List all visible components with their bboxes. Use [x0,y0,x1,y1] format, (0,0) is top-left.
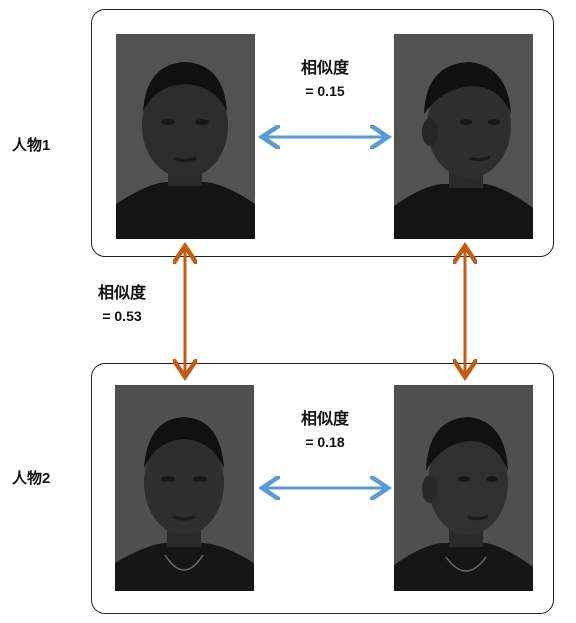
similarity-label-person1: 相似度 = 0.15 [279,58,371,102]
person1-side-photo [394,34,533,239]
similarity-title: 相似度 [97,285,146,302]
similarity-value: = 0.18 [305,434,345,450]
similarity-title: 相似度 [300,60,349,77]
person2-side-photo [394,385,533,591]
person1-front-photo [116,34,255,239]
similarity-value: = 0.53 [102,308,142,324]
similarity-label-cross: 相似度 = 0.53 [75,283,169,327]
person1-label: 人物1 [12,137,51,154]
similarity-label-person2: 相似度 = 0.18 [279,409,371,453]
person2-label: 人物2 [12,470,51,487]
person2-front-photo [115,385,254,591]
similarity-title: 相似度 [300,411,349,428]
similarity-value: = 0.15 [305,83,345,99]
